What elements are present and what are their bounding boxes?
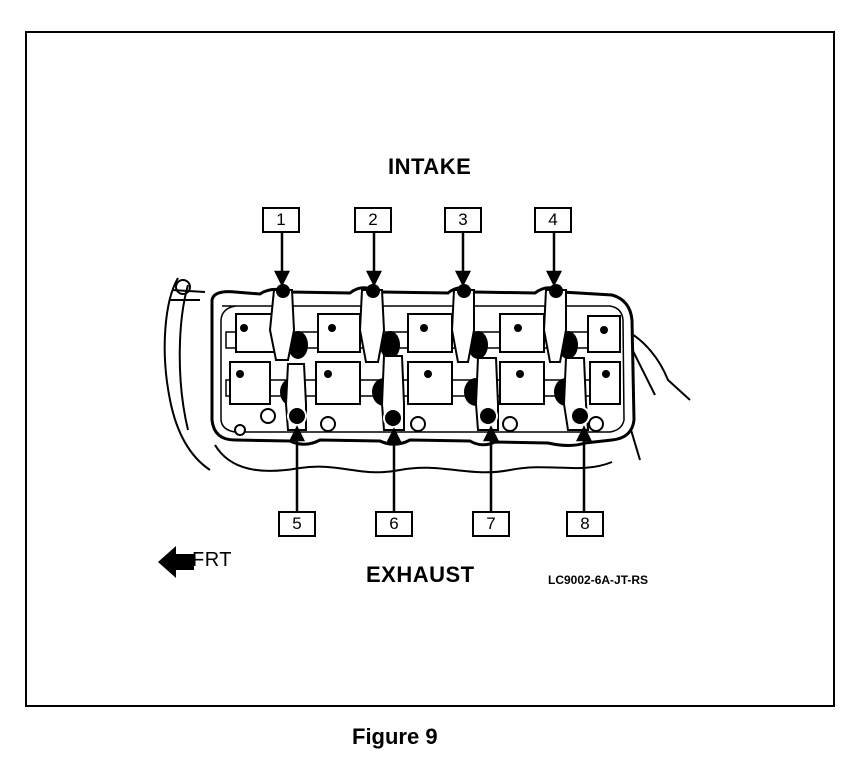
intake-leaders (273, 232, 563, 287)
drawing-code: LC9002-6A-JT-RS (548, 573, 649, 587)
exhaust-label: EXHAUST (366, 562, 475, 587)
left-arrow-icon (158, 546, 194, 578)
intake-label: INTAKE (388, 154, 472, 179)
callout-7: 7 (472, 511, 510, 537)
front-label: FRT (192, 549, 233, 571)
head-bolts (234, 408, 604, 436)
exhaust-leaders (288, 425, 593, 512)
callout-6: 6 (375, 511, 413, 537)
exhaust-bolts (287, 406, 590, 428)
figure-caption: Figure 9 (352, 724, 438, 749)
intake-camshaft (225, 313, 621, 359)
figure-frame (25, 31, 835, 707)
intake-bolts (276, 284, 563, 298)
exhaust-rocker-arms (284, 355, 590, 431)
lower-casting (214, 444, 613, 474)
engine-left-edge (163, 277, 211, 471)
intake-rocker-arms (268, 289, 567, 363)
head-gasket-inner (220, 305, 625, 433)
callout-5: 5 (278, 511, 316, 537)
callout-8: 8 (566, 511, 604, 537)
callout-3: 3 (444, 207, 482, 233)
callout-2: 2 (354, 207, 392, 233)
callout-4: 4 (534, 207, 572, 233)
callout-1: 1 (262, 207, 300, 233)
